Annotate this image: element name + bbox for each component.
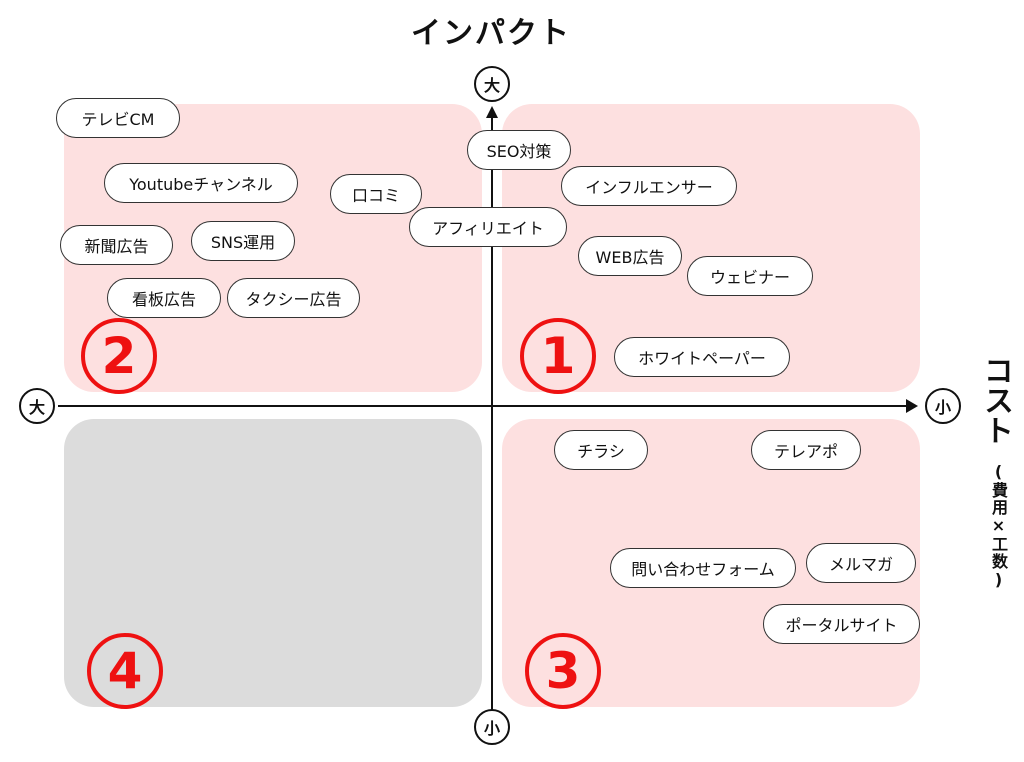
item-pill: SEO対策 <box>467 130 571 170</box>
item-pill: Youtubeチャンネル <box>104 163 298 203</box>
axis-end-top: 大 <box>474 66 510 102</box>
quadrant-1-number: 1 <box>520 318 596 394</box>
vertical-axis-title: インパクト <box>411 16 571 51</box>
vertical-axis-arrowhead <box>486 106 498 118</box>
quadrant-2-number: 2 <box>81 318 157 394</box>
item-pill: WEB広告 <box>578 236 682 276</box>
item-pill: アフィリエイト <box>409 207 567 247</box>
quadrant-3-number: 3 <box>525 633 601 709</box>
item-pill: タクシー広告 <box>227 278 360 318</box>
horizontal-axis-title-text: コスト <box>978 355 1013 445</box>
item-pill: テレビCM <box>56 98 180 138</box>
quadrant-4-number: 4 <box>87 633 163 709</box>
item-pill: 新聞広告 <box>60 225 173 265</box>
axis-end-right: 小 <box>925 388 961 424</box>
item-pill: ウェビナー <box>687 256 813 296</box>
axis-end-bottom: 小 <box>474 709 510 745</box>
item-pill: 看板広告 <box>107 278 221 318</box>
axis-end-left: 大 <box>19 388 55 424</box>
item-pill: テレアポ <box>751 430 861 470</box>
item-pill: チラシ <box>554 430 648 470</box>
item-pill: メルマガ <box>806 543 916 583</box>
item-pill: ホワイトペーパー <box>614 337 790 377</box>
item-pill: SNS運用 <box>191 221 295 261</box>
item-pill: ポータルサイト <box>763 604 920 644</box>
horizontal-axis-arrowhead <box>906 399 918 413</box>
horizontal-axis-title: コスト <box>975 355 1015 454</box>
horizontal-axis-subtitle: (費用×工数) <box>989 462 1008 590</box>
item-pill: インフルエンサー <box>561 166 737 206</box>
item-pill: 問い合わせフォーム <box>610 548 796 588</box>
item-pill: 口コミ <box>330 174 422 214</box>
